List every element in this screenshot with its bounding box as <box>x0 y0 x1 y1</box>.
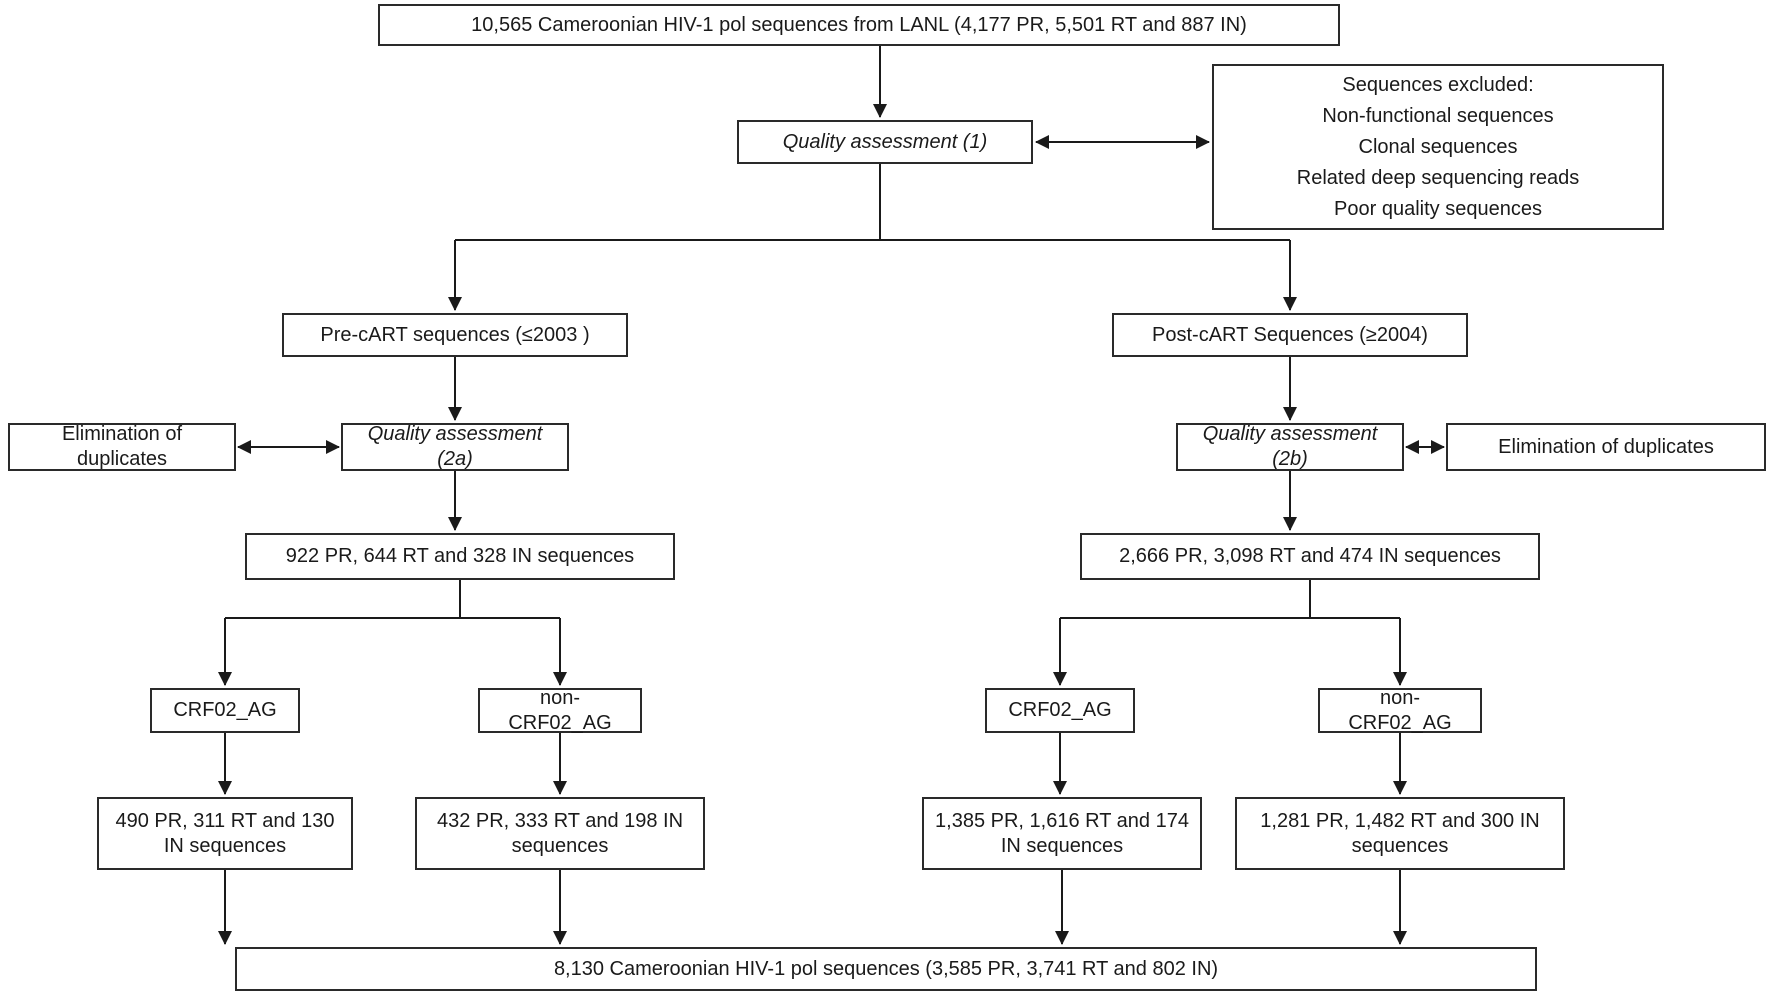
node-pre-non-crf02ag-counts: 432 PR, 333 RT and 198 IN sequences <box>415 797 705 870</box>
node-source-sequences: 10,565 Cameroonian HIV-1 pol sequences f… <box>378 4 1340 46</box>
node-final-sequences: 8,130 Cameroonian HIV-1 pol sequences (3… <box>235 947 1537 991</box>
node-post-crf02ag-counts: 1,385 PR, 1,616 RT and 174 IN sequences <box>922 797 1202 870</box>
excluded-title: Sequences excluded: <box>1342 73 1534 96</box>
excluded-item: Poor quality sequences <box>1334 197 1542 220</box>
node-pre-crf02ag-counts: 490 PR, 311 RT and 130 IN sequences <box>97 797 353 870</box>
node-quality-assessment-2b: Quality assessment (2b) <box>1176 423 1404 471</box>
node-pre-crf02ag: CRF02_AG <box>150 688 300 733</box>
node-post-counts: 2,666 PR, 3,098 RT and 474 IN sequences <box>1080 533 1540 580</box>
excluded-item: Related deep sequencing reads <box>1296 166 1580 189</box>
excluded-item: Non-functional sequences <box>1322 104 1554 127</box>
node-quality-assessment-2a: Quality assessment (2a) <box>341 423 569 471</box>
node-post-non-crf02ag: non-CRF02_AG <box>1318 687 1482 734</box>
node-pre-cart: Pre-cART sequences (≤2003 ) <box>282 313 628 357</box>
node-post-cart: Post-cART Sequences (≥2004) <box>1112 313 1468 357</box>
excluded-item: Clonal sequences <box>1358 135 1518 158</box>
node-post-non-crf02ag-counts: 1,281 PR, 1,482 RT and 300 IN sequences <box>1235 797 1565 870</box>
node-elimination-duplicates-left: Elimination of duplicates <box>8 423 236 471</box>
node-quality-assessment-1: Quality assessment (1) <box>737 120 1033 164</box>
node-post-crf02ag: CRF02_AG <box>985 688 1135 733</box>
node-sequences-excluded: Sequences excluded: Non-functional seque… <box>1212 64 1664 230</box>
node-pre-counts: 922 PR, 644 RT and 328 IN sequences <box>245 533 675 580</box>
node-elimination-duplicates-right: Elimination of duplicates <box>1446 423 1766 471</box>
node-pre-non-crf02ag: non-CRF02_AG <box>478 687 642 734</box>
